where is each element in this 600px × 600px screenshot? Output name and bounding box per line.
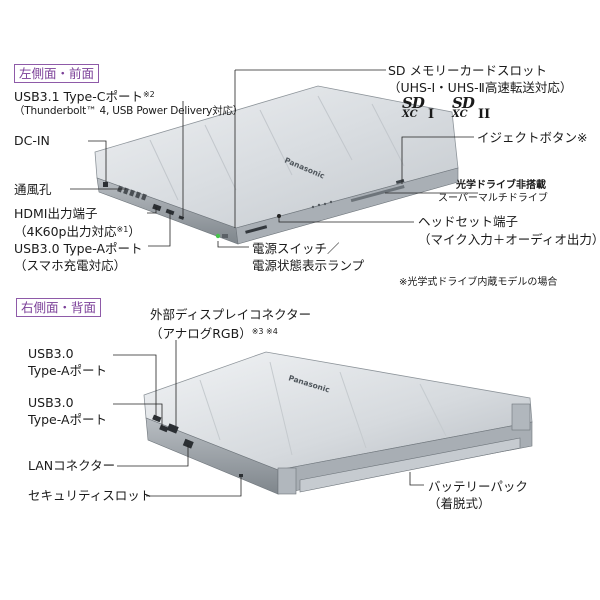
security-slot [239, 474, 243, 477]
footnote-optical: ※光学式ドライブ内蔵モデルの場合 [399, 277, 558, 288]
leader-lines-top [70, 69, 478, 248]
leader-security [146, 477, 242, 497]
leader-battery [409, 472, 424, 486]
label-security-slot: セキュリティスロット [28, 488, 153, 503]
label-usb30-detail: （スマホ充電対応） [14, 258, 127, 273]
power-led [215, 233, 221, 239]
label-usb31-text: USB3.1 Type-Cポート [14, 89, 143, 104]
label-ext-display: 外部ディスプレイコネクター [150, 307, 312, 322]
section-tag-right-back: 右側面・背面 [16, 298, 102, 317]
label-usb31-detail: （Thunderbolt™ 4, USB Power Delivery対応） [14, 105, 244, 117]
usb-a-port-right-1 [152, 414, 162, 423]
label-usba2-detail: Type-Aポート [28, 412, 107, 427]
leader-lan [117, 445, 189, 467]
label-super-multi: スーパーマルチドライブ [438, 193, 548, 204]
hinge-left [277, 467, 297, 495]
sdxc-logo-uhs2: SD XC II [452, 94, 502, 123]
label-sd-detail: （UHS-Ⅰ・UHS-Ⅱ高速転送対応） [388, 80, 573, 95]
label-usb30-typea: USB3.0 Type-Aポート [14, 241, 143, 256]
label-ext-display-detail: （アナログRGB）※3 ※4 [150, 323, 278, 342]
leader-lines-bottom [113, 340, 424, 497]
usb-c-port [178, 215, 185, 220]
leader-hdmi [147, 207, 157, 214]
label-hdmi: HDMI出力端子 [14, 206, 98, 221]
label-eject: イジェクトボタン※ [477, 130, 588, 145]
laptop-bottom-view: Panasonic [143, 351, 533, 495]
optical-drive-slot [350, 185, 405, 203]
laptop-top-view: Panasonic [94, 85, 459, 245]
leader-eject [401, 136, 474, 184]
label-hdmi-detail-text: （4K60p出力対応 [14, 224, 117, 239]
sdxc-logo-uhs1-xc: XC [402, 109, 418, 120]
leader-dc-in [88, 140, 107, 182]
front-led-dots [311, 200, 333, 209]
label-ext-display-detail-text: （アナログRGB） [150, 326, 252, 341]
label-ext-display-sup: ※3 ※4 [251, 327, 278, 336]
label-headset-detail: （マイク入力＋オーディオ出力） [418, 232, 600, 247]
sdxc-logo-uhs2-numeral: II [478, 107, 491, 122]
hinge-right [511, 403, 531, 431]
dc-in-port [103, 182, 108, 187]
label-dc-in: DC-IN [14, 133, 50, 148]
sdxc-logo-uhs2-xc: XC [452, 109, 468, 120]
label-power-switch: 電源スイッチ／ [252, 241, 340, 256]
sdxc-logo-uhs1-numeral: I [428, 107, 435, 122]
sdxc-logo-uhs1: SD XC I [402, 94, 446, 123]
label-battery-detail: （着脱式） [428, 496, 491, 511]
leader-usb-a [148, 213, 171, 247]
label-hdmi-sup: ※1 [116, 225, 129, 234]
sd-card-slot [245, 225, 268, 234]
usb-a-port-right-2 [159, 424, 169, 433]
usb-a-port-left [165, 208, 175, 216]
label-hdmi-detail: （4K60p出力対応※1） [14, 221, 141, 240]
label-usba1: USB3.0 [28, 346, 74, 361]
power-switch [222, 234, 228, 238]
lan-connector [182, 438, 194, 449]
sdxc-logo-uhs1-sd: SD [402, 94, 425, 112]
label-vent: 通風孔 [14, 182, 52, 197]
label-hdmi-close: ） [128, 224, 141, 239]
label-usb31-typec: USB3.1 Type-Cポート※2 [14, 86, 155, 105]
label-power-led: 電源状態表示ランプ [252, 258, 365, 273]
leader-usba-1 [113, 354, 157, 417]
sdxc-logo-uhs2-sd: SD [452, 94, 475, 112]
hdmi-port [152, 203, 162, 212]
battery-pack [299, 437, 521, 493]
label-usba1-detail: Type-Aポート [28, 363, 107, 378]
label-headset: ヘッドセット端子 [418, 214, 519, 229]
label-usb31-sup: ※2 [142, 90, 155, 99]
leader-power [217, 241, 249, 248]
label-battery: バッテリーパック [428, 479, 528, 494]
label-lan: LANコネクター [28, 458, 116, 473]
label-usba2: USB3.0 [28, 395, 74, 410]
label-no-optical: 光学ドライブ非搭載 [456, 180, 546, 191]
leader-headset [278, 216, 414, 223]
leader-usba-2 [113, 403, 163, 427]
label-sd-slot: SD メモリーカードスロット [388, 63, 548, 78]
section-tag-left-front: 左側面・前面 [14, 64, 100, 83]
